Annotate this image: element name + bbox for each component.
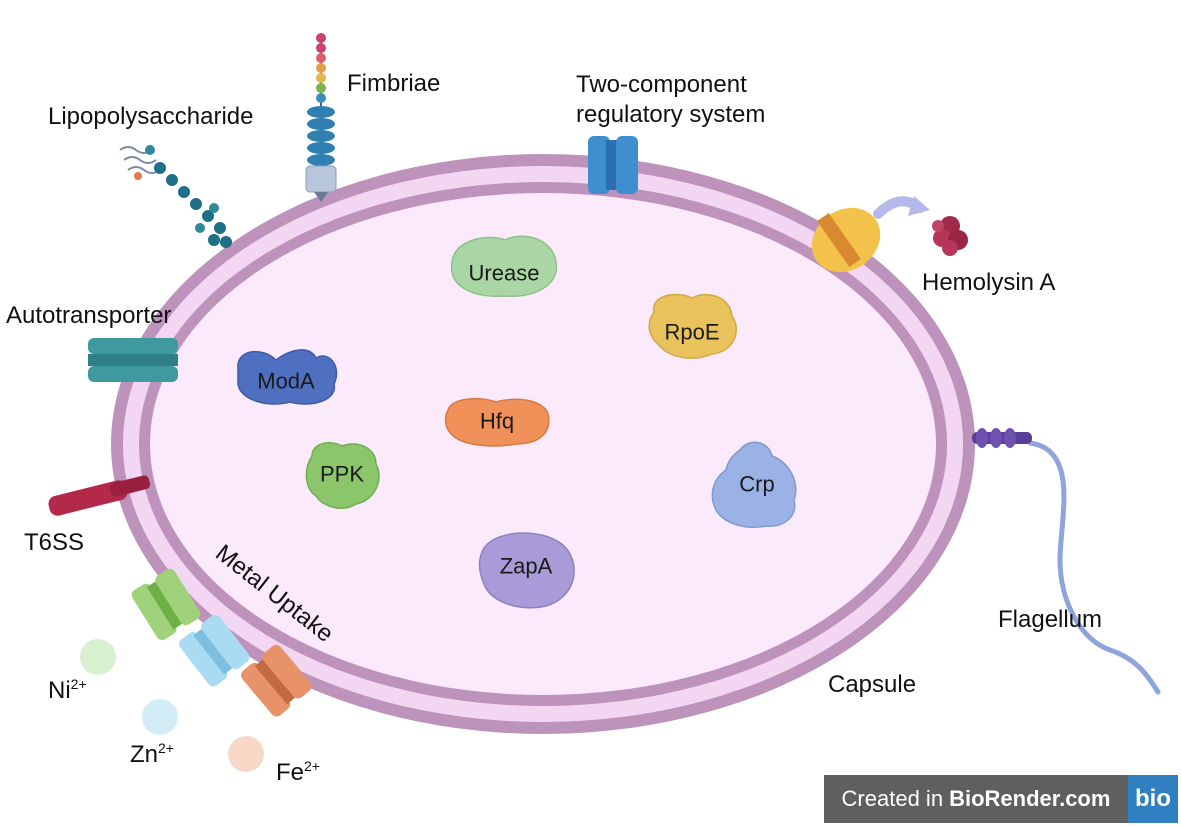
badge-prefix: Created in	[841, 786, 944, 811]
lipopolysaccharide-icon	[119, 145, 232, 248]
hfq-label: Hfq	[480, 409, 514, 434]
zn-transporter-icon	[179, 614, 250, 687]
zn-ion-icon	[142, 699, 178, 735]
urease-label: Urease	[469, 261, 540, 286]
t6ss-icon	[48, 475, 151, 516]
hemolysin-a-icon	[932, 216, 968, 256]
ni-transporter-icon	[131, 568, 201, 641]
urease-icon	[450, 235, 558, 297]
ni-ion-icon	[80, 639, 116, 675]
two-component-label-line2: regulatory system	[576, 101, 765, 128]
flagellum-label: Flagellum	[998, 606, 1102, 633]
cell-envelope	[111, 154, 975, 734]
badge-brand: BioRender.com	[949, 786, 1111, 811]
hfq-icon	[444, 397, 550, 447]
fe-ion-icon	[228, 736, 264, 772]
rpoe-icon	[648, 293, 737, 359]
rpoe-label: RpoE	[664, 320, 719, 345]
biorender-logo-icon: bio	[1128, 775, 1178, 823]
autotransporter-icon	[88, 338, 178, 382]
biorender-badge[interactable]: Created in BioRender.com bio	[824, 775, 1178, 823]
flagellum-icon	[972, 428, 1161, 695]
hemolysin-transporter-icon	[811, 207, 881, 273]
cytoplasm	[150, 193, 936, 695]
zapa-label: ZapA	[500, 554, 553, 579]
two-component-system-icon	[588, 136, 638, 194]
export-arrow-icon	[873, 196, 930, 219]
moda-label: ModA	[257, 369, 315, 394]
crp-icon	[711, 441, 797, 528]
crp-label: Crp	[739, 472, 774, 497]
ppk-icon	[305, 442, 380, 509]
two-component-label-line1: Two-component	[576, 71, 747, 98]
ni-ion-label: Ni2+	[48, 676, 87, 704]
autotransporter-label: Autotransporter	[6, 302, 171, 329]
moda-icon	[237, 349, 338, 405]
hemolysin-label: Hemolysin A	[922, 269, 1055, 296]
zapa-icon	[478, 532, 575, 609]
badge-text: Created in BioRender.com	[824, 775, 1128, 823]
ppk-label: PPK	[320, 462, 364, 487]
t6ss-label: T6SS	[24, 529, 84, 556]
fimbriae-icon	[305, 33, 337, 202]
capsule-label: Capsule	[828, 671, 916, 698]
lipopolysaccharide-label: Lipopolysaccharide	[48, 103, 253, 130]
fe-ion-label: Fe2+	[276, 758, 320, 786]
zn-ion-label: Zn2+	[130, 740, 174, 768]
fe-transporter-icon	[241, 644, 312, 717]
fimbriae-label: Fimbriae	[347, 70, 440, 97]
